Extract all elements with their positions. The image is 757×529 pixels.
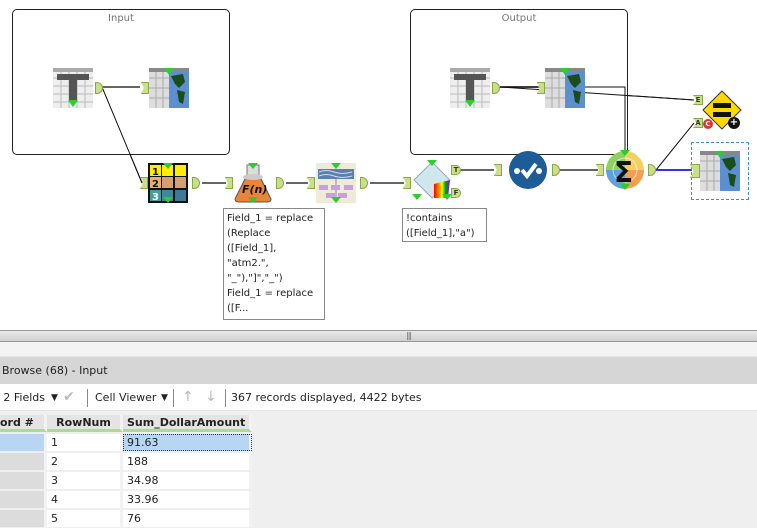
plus-badge-icon: + <box>728 117 740 129</box>
formula-tool[interactable]: F(n) <box>233 163 273 203</box>
filter-icon <box>412 160 452 200</box>
output-anchor[interactable] <box>492 82 500 94</box>
splitter-grip-icon: ||| <box>406 331 412 340</box>
sum-cell[interactable]: 188 <box>123 453 253 470</box>
text-to-columns-icon <box>316 163 356 203</box>
svg-text:2: 2 <box>152 179 159 190</box>
container-input[interactable]: Input <box>12 9 230 155</box>
records-status: 367 records displayed, 4422 bytes <box>231 391 422 404</box>
cell-viewer-selector[interactable]: Cell Viewer <box>95 391 157 404</box>
summarize-icon: Σ <box>606 150 644 190</box>
table-row[interactable]: 3 34.98 <box>0 472 253 489</box>
svg-text:F(n): F(n) <box>242 183 267 196</box>
rownum-cell[interactable]: 3 <box>47 472 123 489</box>
browse-tool[interactable] <box>545 68 585 108</box>
rownum-cell[interactable]: 4 <box>47 491 123 508</box>
toolbar-divider <box>173 389 174 407</box>
fields-selector[interactable]: f 2 Fields <box>0 391 45 404</box>
test-error-badge-icon: C <box>703 119 713 129</box>
summarize-tool[interactable]: Σ <box>605 150 645 190</box>
container-output[interactable]: Output <box>410 9 628 155</box>
sum-cell[interactable]: 34.98 <box>123 472 253 489</box>
results-panel-header: Browse (68) - Input <box>0 356 757 384</box>
filter-tool[interactable] <box>412 160 452 200</box>
text-input-tool[interactable] <box>450 68 490 108</box>
browse-icon <box>700 151 740 191</box>
toolbar-divider <box>225 389 226 407</box>
workflow-canvas[interactable]: Input Output <box>0 0 757 330</box>
arrow-up-icon[interactable]: ↑ <box>182 389 194 405</box>
results-grid: ord # RowNum Sum_DollarAmount 1 91.63 2 … <box>0 413 253 529</box>
table-row[interactable]: 2 188 <box>0 453 253 470</box>
select-check-icon <box>509 151 547 189</box>
panel-gap <box>0 342 757 356</box>
text-to-columns-tool[interactable] <box>316 163 356 203</box>
record-cell[interactable] <box>0 453 47 470</box>
record-id-tool[interactable]: 1 2 3 <box>148 163 188 203</box>
container-title: Input <box>108 13 134 24</box>
record-cell[interactable] <box>0 472 47 489</box>
table-row[interactable]: 1 91.63 <box>0 434 253 451</box>
column-header-record[interactable]: ord # <box>0 415 47 432</box>
output-anchor[interactable] <box>648 164 656 176</box>
table-row[interactable]: 5 76 <box>0 510 253 527</box>
sum-cell[interactable]: 33.96 <box>123 491 253 508</box>
browse-tool-selected[interactable] <box>700 151 740 191</box>
record-id-icon: 1 2 3 <box>148 163 188 203</box>
filter-true-anchor[interactable]: T <box>451 165 461 175</box>
cell-viewer-chevron-icon[interactable]: ▼ <box>161 393 168 403</box>
text-input-icon <box>450 68 490 108</box>
browse-tool[interactable] <box>149 68 189 108</box>
sum-cell[interactable]: 76 <box>123 510 253 527</box>
output-anchor[interactable] <box>192 177 200 189</box>
results-panel-title: Browse (68) - Input <box>2 364 108 377</box>
text-input-tool[interactable] <box>53 68 93 108</box>
rownum-cell[interactable]: 1 <box>47 434 123 451</box>
filter-annotation: !contains ([Field_1],"a") <box>402 208 487 242</box>
browse-icon <box>545 68 585 108</box>
fields-dropdown-chevron-icon[interactable]: ▼ <box>51 393 58 403</box>
toolbar-divider <box>87 389 88 407</box>
svg-text:1: 1 <box>152 167 159 178</box>
panel-splitter[interactable]: ||| <box>0 330 757 342</box>
output-anchor[interactable] <box>360 177 368 189</box>
selection-box <box>691 142 749 200</box>
column-header-rownum[interactable]: RowNum <box>47 415 123 432</box>
output-anchor[interactable] <box>95 82 103 94</box>
svg-text:3: 3 <box>152 192 159 203</box>
svg-text:Σ: Σ <box>614 156 633 189</box>
container-title: Output <box>501 13 537 24</box>
text-input-icon <box>53 68 93 108</box>
wire-summarize-to-test-a <box>655 122 695 171</box>
rownum-cell[interactable]: 5 <box>47 510 123 527</box>
arrow-down-icon[interactable]: ↓ <box>205 389 217 405</box>
rownum-cell[interactable]: 2 <box>47 453 123 470</box>
record-cell[interactable] <box>0 434 47 451</box>
formula-icon: F(n) <box>234 163 272 203</box>
output-anchor[interactable] <box>552 164 560 176</box>
sum-cell[interactable]: 91.63 <box>123 434 253 451</box>
filter-false-anchor[interactable]: F <box>451 188 461 198</box>
record-cell[interactable] <box>0 491 47 508</box>
select-records-tool[interactable] <box>508 150 548 190</box>
column-header-sum-dollaramount[interactable]: Sum_DollarAmount <box>123 415 253 432</box>
results-toolbar: f 2 Fields ▼ ✔ Cell Viewer ▼ ↑ ↓ 367 rec… <box>0 386 757 411</box>
output-anchor[interactable] <box>276 177 284 189</box>
record-cell[interactable] <box>0 510 47 527</box>
apply-check-icon[interactable]: ✔ <box>63 389 75 405</box>
formula-annotation: Field_1 = replace (Replace ([Field_1], "… <box>223 208 325 320</box>
table-row[interactable]: 4 33.96 <box>0 491 253 508</box>
browse-icon <box>149 68 189 108</box>
